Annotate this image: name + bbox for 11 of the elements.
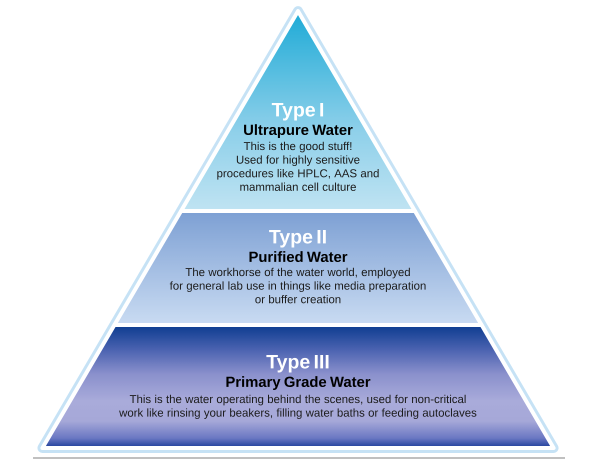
pyramid-tier bbox=[40, 323, 556, 450]
tier-description: This is the good stuff! bbox=[244, 142, 352, 152]
tier-heading: Type III bbox=[266, 355, 328, 372]
tier-heading: Type II bbox=[269, 230, 326, 248]
tier-description: The workhorse of the water world, employed for general lab use in things like media preparation or buffer creation bbox=[170, 268, 426, 304]
tier-heading: Type I bbox=[272, 103, 324, 120]
tier-subtitle: Primary Grade Water bbox=[226, 376, 370, 390]
tier-description: Used for highly sensitive procedures like HPLC, AAS and mammalian cell culture bbox=[217, 155, 379, 191]
tier-subtitle: Ultrapure Water bbox=[244, 124, 353, 138]
tier-description: This is the water operating behind the scenes, used for non-critical work like rinsing your beakers, filling water baths or feeding autoclaves bbox=[119, 394, 476, 419]
tier-subtitle: Purified Water bbox=[250, 251, 348, 262]
